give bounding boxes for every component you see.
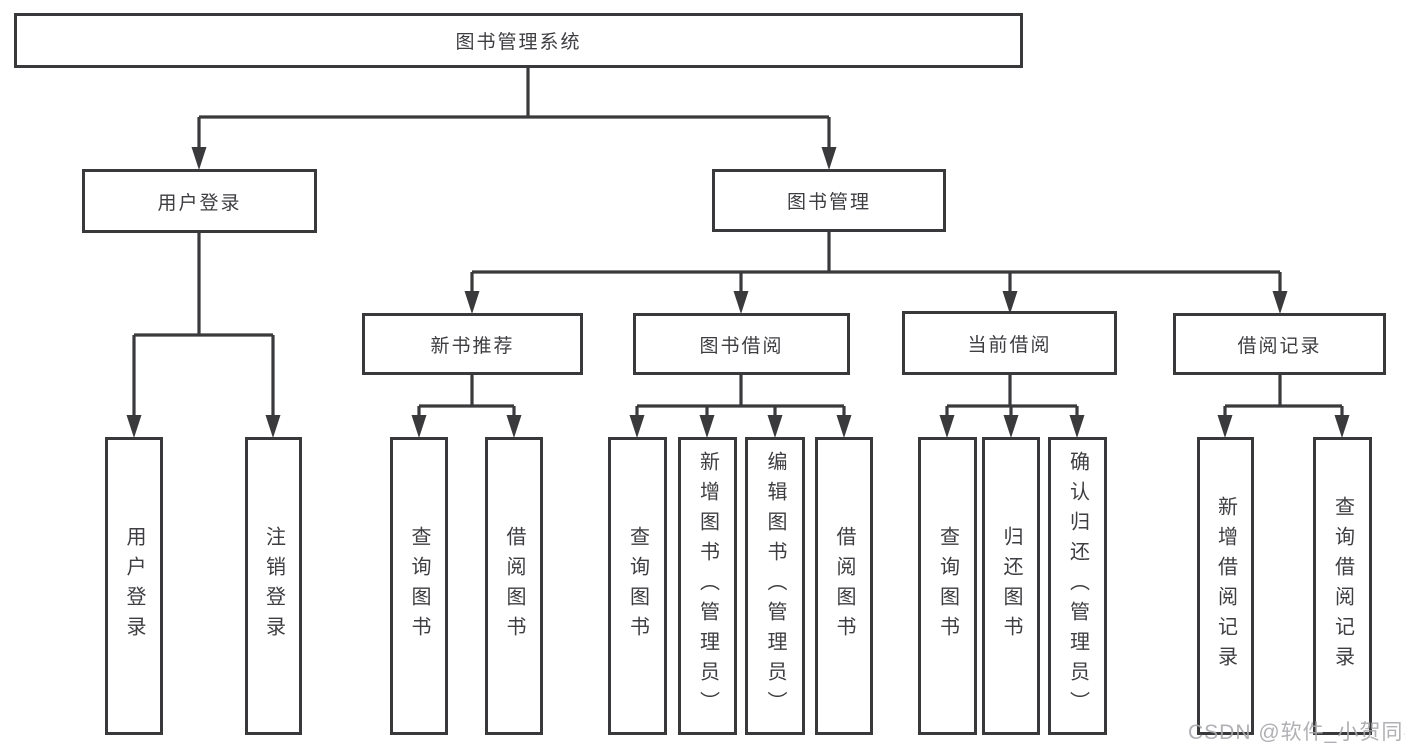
leaf-borrow-book-2: 借阅图书: [815, 437, 873, 735]
node-user-login: 用户登录: [82, 169, 317, 233]
leaf-logout: 注销登录: [245, 437, 302, 735]
node-root: 图书管理系统: [14, 13, 1023, 68]
leaf-query-borrow-record: 查询借阅记录: [1313, 437, 1372, 735]
leaf-query-book-2: 查询图书: [608, 437, 667, 735]
leaf-user-login: 用户登录: [105, 437, 163, 735]
leaf-borrow-book-1: 借阅图书: [485, 437, 543, 735]
connector-user-login: [132, 233, 275, 428]
leaf-query-book-3: 查询图书: [918, 437, 977, 735]
connector-new-book: [417, 375, 516, 428]
node-book-borrow: 图书借阅: [633, 313, 850, 375]
leaf-add-borrow-record: 新增借阅记录: [1197, 437, 1254, 735]
leaf-confirm-return-admin: 确认归还（管理员）: [1048, 437, 1107, 735]
leaf-query-book-1: 查询图书: [390, 437, 448, 735]
node-current-borrow: 当前借阅: [902, 311, 1117, 375]
node-new-book-recommend: 新书推荐: [362, 313, 583, 375]
node-book-management: 图书管理: [712, 169, 946, 232]
connector-book-borrow: [635, 375, 846, 428]
connector-root: [197, 68, 831, 160]
connector-borrow-records: [1223, 375, 1344, 428]
node-borrow-records: 借阅记录: [1173, 313, 1386, 375]
leaf-add-book-admin: 新增图书（管理员）: [678, 437, 737, 735]
arrowheads: [126, 147, 1350, 438]
leaf-edit-book-admin: 编辑图书（管理员）: [745, 437, 805, 735]
connector-book-management: [470, 232, 1282, 304]
watermark-text: CSDN @软件_小贺同学: [1188, 721, 1405, 744]
leaf-return-book: 归还图书: [982, 437, 1040, 735]
